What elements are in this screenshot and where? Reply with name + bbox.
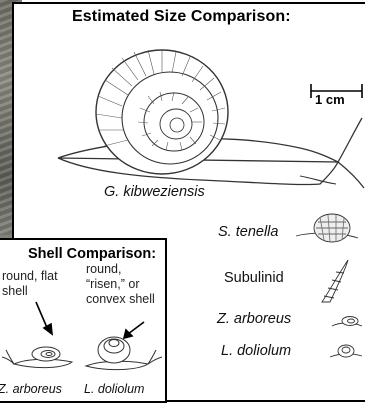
main-species-label: G. kibweziensis — [104, 184, 205, 200]
species-label-z-arboreus: Z. arboreus — [217, 311, 291, 327]
inset-illustrations — [0, 240, 169, 405]
arrow-icon — [36, 302, 144, 338]
small-flat-shell-snail-icon — [332, 317, 362, 327]
scale-label: 1 cm — [315, 92, 345, 107]
small-round-shell-snail-icon — [330, 345, 362, 357]
species-label-subulinid: Subulinid — [224, 270, 284, 286]
giant-snail-shell — [96, 50, 228, 174]
inset-label-z-arboreus: Z. arboreus — [0, 382, 62, 396]
shell-comparison-inset: Shell Comparison: round, flat shell roun… — [0, 238, 167, 403]
striped-conical-snail-icon — [296, 214, 358, 242]
flat-shell-snail-icon — [2, 347, 72, 368]
species-label-l-doliolum: L. doliolum — [221, 343, 291, 359]
elongated-spiral-shell-icon — [322, 260, 348, 302]
inset-label-l-doliolum: L. doliolum — [84, 382, 144, 396]
species-label-s-tenella: S. tenella — [218, 224, 278, 240]
convex-shell-snail-icon — [86, 337, 162, 370]
